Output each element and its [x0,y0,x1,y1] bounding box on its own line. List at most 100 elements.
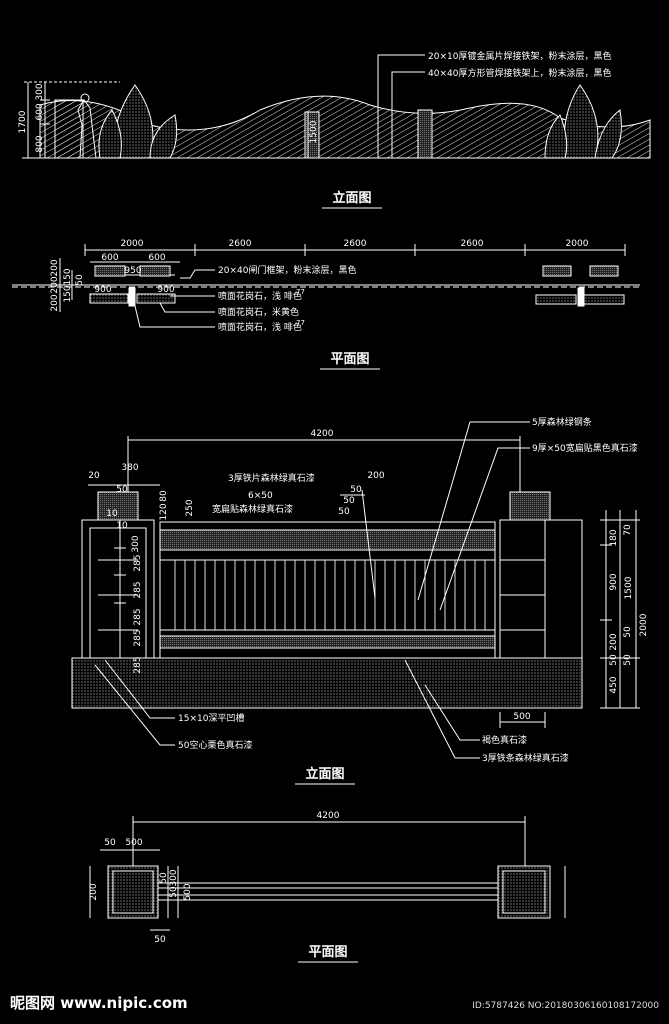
svg-text:285: 285 [133,656,143,673]
svg-text:20: 20 [88,471,100,481]
svg-text:10: 10 [106,509,118,519]
span-2: 2600 [229,239,252,249]
top-plan-labels: 2000 2600 2600 2600 2000 600 600 950 900… [50,239,589,370]
svg-text:250: 250 [185,499,195,516]
span-5: 2000 [566,239,589,249]
gate-base [71,657,583,709]
note-square-tube: 40×40厚方形管焊接铁架上，粉末涂层，黑色 [428,67,611,79]
top-elevation [22,54,651,159]
svg-text:900: 900 [157,285,174,295]
note-granite-3: 喷面花岗石，浅 啡色 [218,321,302,333]
svg-text:285: 285 [133,581,143,598]
svg-text:70: 70 [623,524,633,536]
dim-1700: 1700 [18,110,28,133]
label-flat-green: 宽扁贴森林绿真石漆 [212,503,293,515]
svg-text:200: 200 [50,294,60,311]
svg-text:50: 50 [609,654,619,666]
gate-plan-labels: 4200 50 500 200 50 50 300 500 50 平面图 [89,811,358,963]
svg-text:300: 300 [131,535,141,552]
dim-300: 300 [35,83,45,100]
label-6x50: 6×50 [248,491,273,501]
gate-panel [159,521,496,659]
svg-text:300: 300 [169,869,179,886]
svg-text:500: 500 [513,712,530,722]
svg-text:50: 50 [623,626,633,638]
span-1: 2000 [121,239,144,249]
gate-bars [174,560,486,630]
svg-text:50: 50 [338,507,350,517]
label-groove: 15×10深平凹槽 [178,712,244,724]
dim-600: 600 [35,103,45,120]
label-hollow: 50空心栗色真石漆 [178,739,252,751]
gate-elevation-title: 立面图 [305,766,344,782]
note-granite-2: 喷面花岗石，米黄色 [218,306,299,318]
note-gate-frame: 20×40闸门框架，粉末涂层，黑色 [218,264,356,276]
svg-text:900: 900 [94,285,111,295]
label-brown: 褐色真石漆 [482,734,527,746]
svg-text:50: 50 [75,274,85,286]
top-elevation-title: 立面图 [332,190,371,206]
right-pillar [499,519,583,659]
svg-text:50: 50 [116,485,128,495]
top-elevation-labels: 1700 300 600 800 1500 20×10厚镀金属片焊接铁架，粉末涂… [18,50,611,209]
svg-text:80: 80 [159,490,169,502]
svg-text:450: 450 [609,676,619,693]
note-metal-plate: 20×10厚镀金属片焊接铁架，粉末涂层，黑色 [428,50,611,62]
dim-800: 800 [35,135,45,152]
svg-text:77: 77 [296,288,305,296]
plant-right [563,84,599,159]
svg-text:600: 600 [148,253,165,263]
image-id: ID:5787426 NO:20180306160108172000 [472,1001,659,1011]
top-plan [12,244,640,328]
span-4: 2600 [461,239,484,249]
gate-overall-width: 4200 [311,429,334,439]
left-pillar [81,519,155,659]
svg-text:50: 50 [623,654,633,666]
gate-plan [89,816,566,931]
stone-block [94,265,126,277]
svg-text:180: 180 [609,529,619,546]
top-plan-title: 平面图 [330,352,369,367]
svg-text:50: 50 [343,496,355,506]
svg-text:285: 285 [133,608,143,625]
svg-text:950: 950 [124,266,141,276]
plan-pillar-right [497,865,551,919]
svg-text:285: 285 [133,554,143,571]
gate-elevation-labels: 4200 380 20 50 80 120 250 10 10 300 200 … [88,416,649,785]
plan-overall: 4200 [317,811,340,821]
gate-plan-title: 平面图 [308,945,347,960]
svg-text:600: 600 [101,253,118,263]
svg-text:50: 50 [159,872,169,884]
svg-text:77: 77 [296,319,305,327]
dim-1500-mid: 1500 [309,120,319,143]
svg-text:380: 380 [121,463,138,473]
svg-text:500: 500 [183,883,193,900]
svg-text:200: 200 [609,633,619,650]
footer: 昵图网 www.nipic.com ID:5787426 NO:20180306… [10,994,659,1012]
label-iron-sheet: 3厚铁片森林绿真石漆 [228,472,315,484]
plan-pillar-left [107,865,159,919]
svg-text:900: 900 [609,573,619,590]
label-iron-strip: 3厚铁条森林绿真石漆 [482,752,569,764]
svg-text:50: 50 [154,935,166,945]
svg-text:200: 200 [50,259,60,276]
watermark: 昵图网 www.nipic.com [10,994,188,1012]
svg-text:10: 10 [116,521,128,531]
svg-text:1500: 1500 [624,576,634,599]
svg-text:200: 200 [50,276,60,293]
svg-text:50: 50 [169,886,179,898]
svg-text:285: 285 [133,629,143,646]
svg-text:120: 120 [159,503,169,520]
note-granite-1: 喷面花岗石，浅 啡色 [218,290,302,302]
svg-text:50: 50 [104,838,116,848]
label-flat-black: 9厚×50宽扁贴黑色真石漆 [532,442,638,454]
svg-text:150: 150 [63,268,73,285]
svg-text:200: 200 [367,471,384,481]
span-3: 2600 [344,239,367,249]
gate-elevation [71,421,640,759]
svg-text:50: 50 [350,485,362,495]
svg-text:500: 500 [125,838,142,848]
svg-text:200: 200 [89,883,99,900]
label-steel-bar: 5厚森林绿钢条 [532,416,592,428]
